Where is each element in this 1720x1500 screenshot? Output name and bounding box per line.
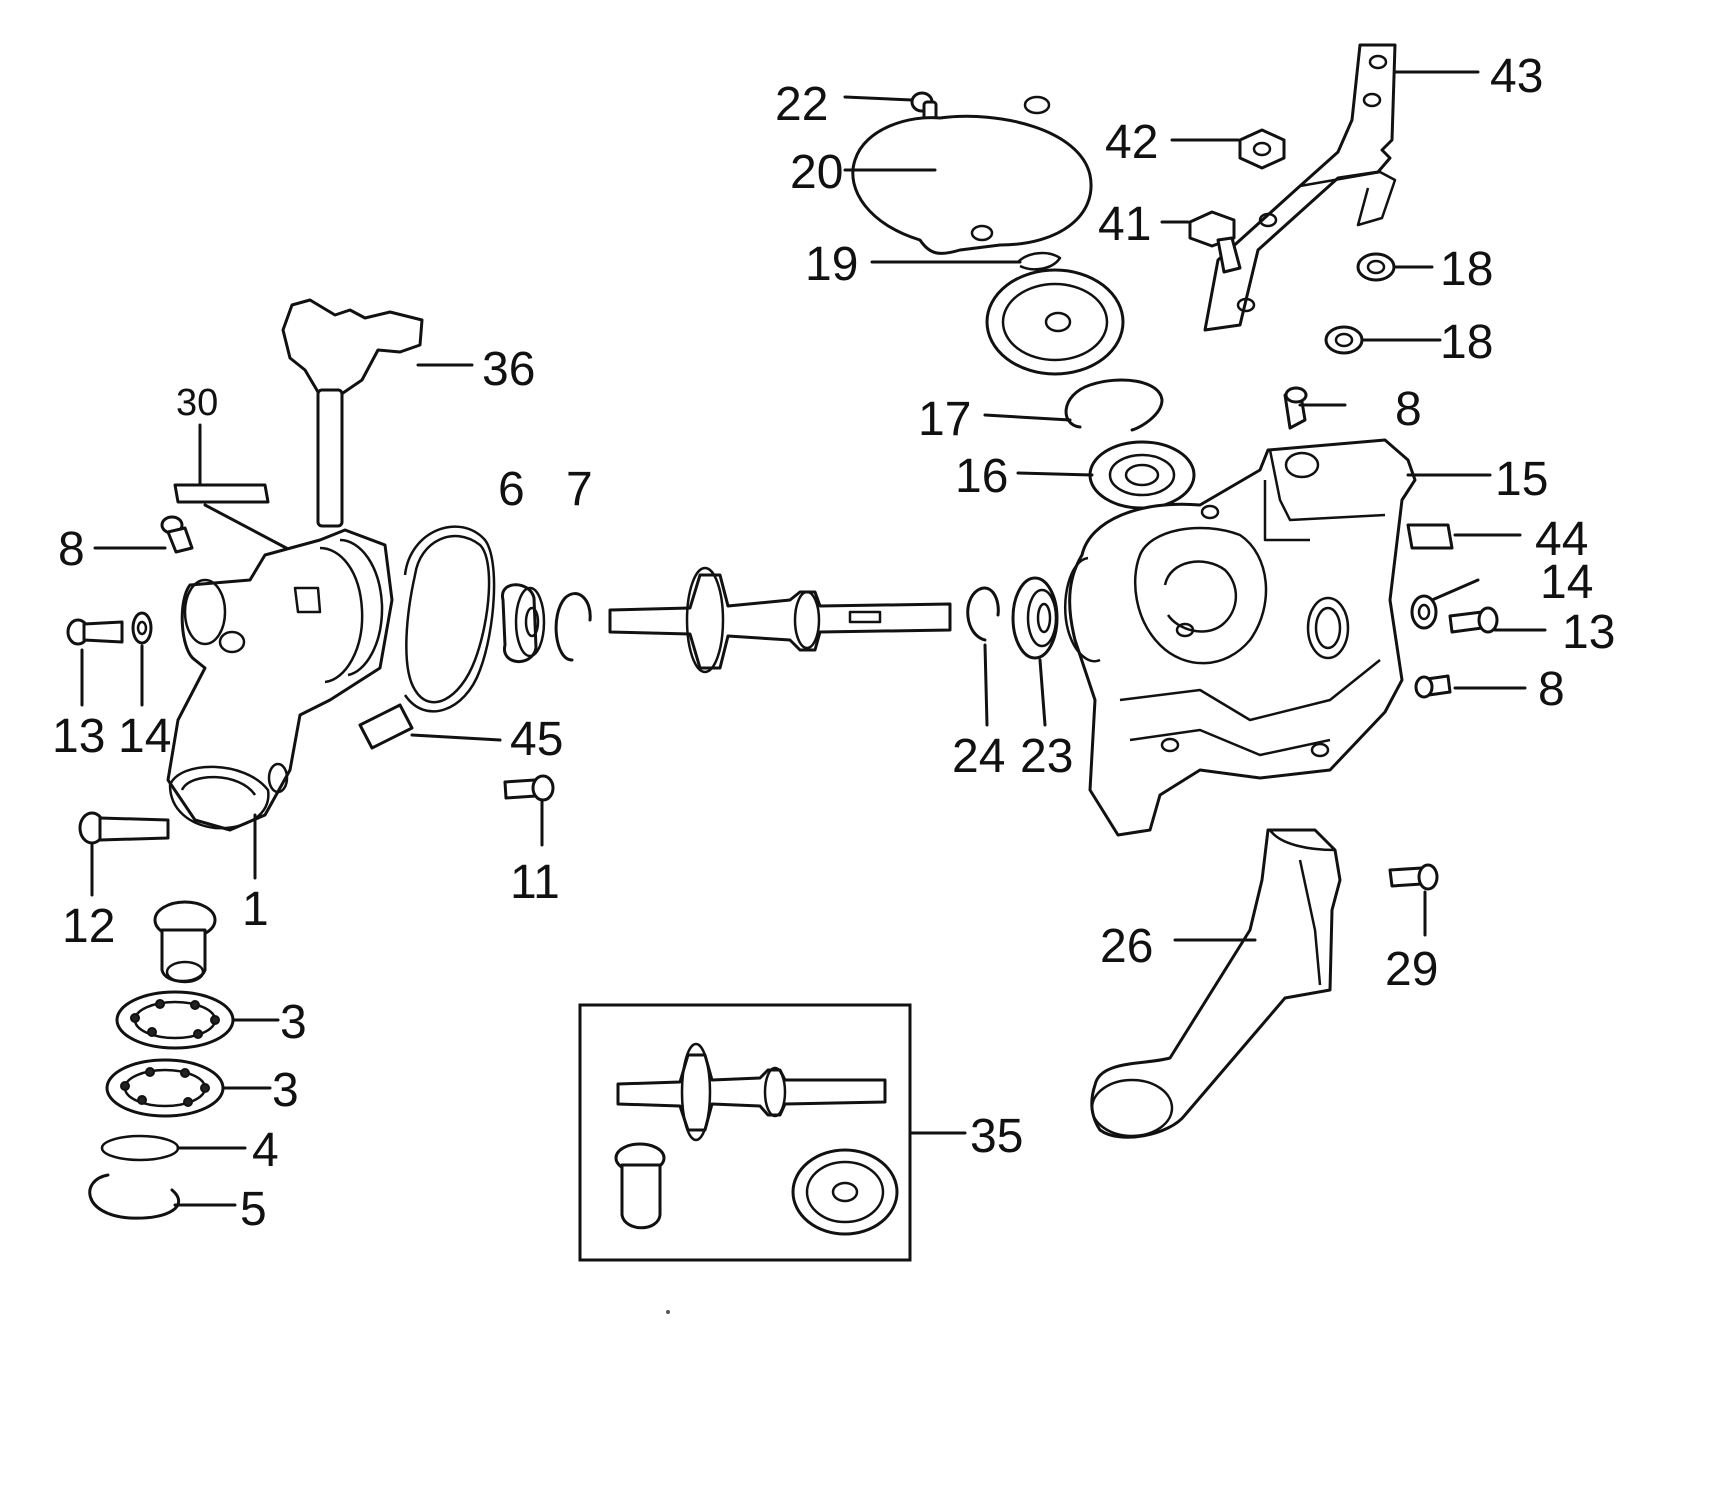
callout-36: 36 bbox=[482, 343, 535, 396]
part-14-washer-left bbox=[131, 611, 153, 645]
callout-12: 12 bbox=[62, 900, 115, 953]
part-45-gasket-ring bbox=[358, 525, 496, 750]
part-shaft bbox=[608, 566, 952, 674]
callout-17: 17 bbox=[918, 393, 971, 446]
part-gasket-disc bbox=[985, 268, 1125, 376]
callout-23: 23 bbox=[1020, 730, 1073, 783]
callout-45: 45 bbox=[510, 713, 563, 766]
part-18-washer-upper bbox=[1356, 252, 1396, 282]
callout-5: 5 bbox=[240, 1183, 267, 1236]
part-14-washer-right bbox=[1410, 594, 1438, 630]
part-6-bearing bbox=[501, 583, 546, 664]
callout-44: 44 bbox=[1535, 513, 1588, 566]
callout-8-top: 8 bbox=[1395, 383, 1422, 436]
callout-41: 41 bbox=[1098, 198, 1151, 251]
callout-20: 20 bbox=[790, 146, 843, 199]
part-7-circlip bbox=[554, 592, 592, 662]
callout-13-left: 13 bbox=[52, 710, 105, 763]
callout-3-lower: 3 bbox=[272, 1064, 299, 1117]
part-3-bearing-lower bbox=[105, 1058, 225, 1118]
callout-8-left: 8 bbox=[58, 523, 85, 576]
part-26-tube bbox=[1090, 828, 1342, 1139]
callout-29: 29 bbox=[1385, 943, 1438, 996]
part-41-bolt bbox=[1188, 210, 1242, 274]
callout-labels: 22 20 19 43 42 41 18 18 17 16 8 15 44 14… bbox=[52, 50, 1615, 1236]
callout-18-lower: 18 bbox=[1440, 316, 1493, 369]
part-30-label bbox=[173, 483, 292, 552]
callout-22: 22 bbox=[775, 78, 828, 131]
part-24-circlip bbox=[966, 586, 1000, 642]
callout-3-upper: 3 bbox=[280, 996, 307, 1049]
part-20-cover-plate bbox=[851, 95, 1093, 255]
part-44-key bbox=[1406, 523, 1454, 550]
callout-30: 30 bbox=[176, 382, 218, 424]
part-1-clamp-housing bbox=[166, 528, 394, 832]
part-15-gear-housing bbox=[1064, 438, 1417, 837]
callout-26: 26 bbox=[1100, 920, 1153, 973]
callout-24: 24 bbox=[952, 730, 1005, 783]
part-16-bearing bbox=[1088, 440, 1196, 510]
part-bushing bbox=[153, 900, 217, 984]
callout-8-right: 8 bbox=[1538, 663, 1565, 716]
callout-6: 6 bbox=[498, 463, 525, 516]
leader-lines bbox=[80, 70, 1547, 1207]
part-42-nut bbox=[1238, 128, 1286, 170]
part-12-bolt bbox=[78, 811, 170, 845]
part-8-grease-nipple-top bbox=[1283, 386, 1308, 430]
callout-14-left: 14 bbox=[118, 710, 171, 763]
part-17-circlip bbox=[1064, 378, 1164, 432]
part-13-bolt-right bbox=[1448, 606, 1499, 634]
callout-35: 35 bbox=[970, 1110, 1023, 1163]
callout-42: 42 bbox=[1105, 116, 1158, 169]
part-3-bearing-upper bbox=[115, 990, 235, 1050]
part-11-screw bbox=[503, 774, 555, 802]
callout-18-upper: 18 bbox=[1440, 243, 1493, 296]
part-23-bearing bbox=[1011, 576, 1059, 660]
callout-4: 4 bbox=[252, 1124, 279, 1177]
part-4-ring bbox=[100, 1134, 180, 1162]
part-5-circlip bbox=[88, 1173, 180, 1220]
part-43-bracket bbox=[1203, 43, 1397, 332]
callout-43: 43 bbox=[1490, 50, 1543, 103]
part-8-grease-nipple-left bbox=[160, 515, 194, 554]
part-13-bolt-left bbox=[66, 618, 124, 646]
part-29-screw bbox=[1388, 863, 1439, 891]
part-19-clip bbox=[1017, 251, 1062, 271]
callout-19: 19 bbox=[805, 238, 858, 291]
callout-11: 11 bbox=[510, 856, 560, 909]
part-8-grease-nipple-right bbox=[1414, 674, 1452, 699]
part-36-knob bbox=[281, 298, 424, 528]
part-18-washer-lower bbox=[1324, 325, 1364, 355]
part-22-screw bbox=[910, 91, 938, 122]
callout-7: 7 bbox=[566, 463, 593, 516]
callout-15: 15 bbox=[1495, 453, 1548, 506]
callout-16: 16 bbox=[955, 450, 1008, 503]
callout-14-right: 14 bbox=[1540, 556, 1593, 609]
kit-35-box bbox=[578, 1003, 912, 1262]
callout-13-right: 13 bbox=[1562, 606, 1615, 659]
speck-mark bbox=[666, 1310, 670, 1314]
callout-1: 1 bbox=[242, 883, 269, 936]
